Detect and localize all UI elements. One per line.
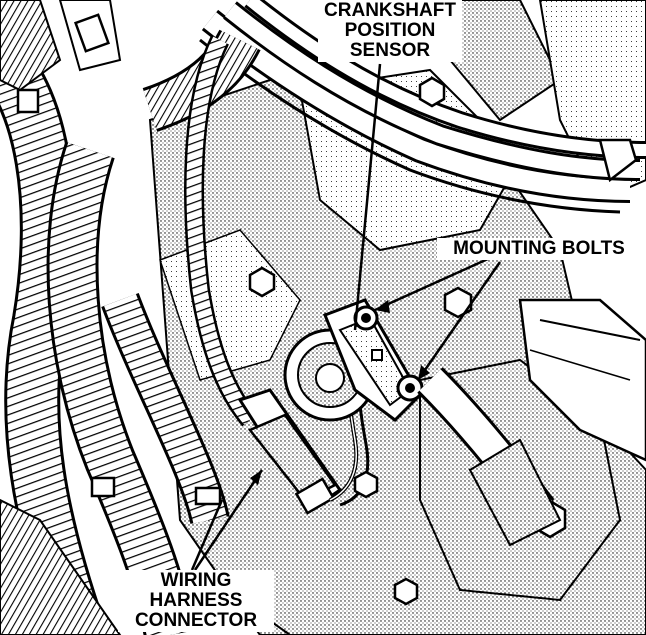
crank-label-line-3: SENSOR bbox=[349, 40, 431, 61]
crank-label-line-1: CRANKSHAFT bbox=[324, 0, 456, 21]
mounting-bolts-label: MOUNTING BOLTS bbox=[437, 238, 641, 260]
crankshaft-position-sensor bbox=[323, 298, 424, 422]
leader-lines bbox=[190, 63, 502, 635]
lower-pipe bbox=[417, 367, 562, 547]
wiring-harness bbox=[184, 35, 258, 427]
crank-label-line-2: POSITION bbox=[344, 20, 436, 41]
wiring-label-line-3: CONNECTOR bbox=[134, 610, 258, 631]
tube-bundle bbox=[199, 0, 646, 214]
bolts-label-text: MOUNTING BOLTS bbox=[453, 238, 625, 259]
crankshaft-position-sensor-label: CRANKSHAFT POSITION SENSOR bbox=[318, 0, 462, 62]
wiring-harness-connector bbox=[237, 388, 343, 515]
wiring-harness-connector-label: WIRING HARNESS CONNECTOR bbox=[118, 570, 274, 632]
wiring-label-line-2: HARNESS bbox=[149, 590, 243, 611]
wiring-label-line-1: WIRING bbox=[160, 570, 232, 591]
